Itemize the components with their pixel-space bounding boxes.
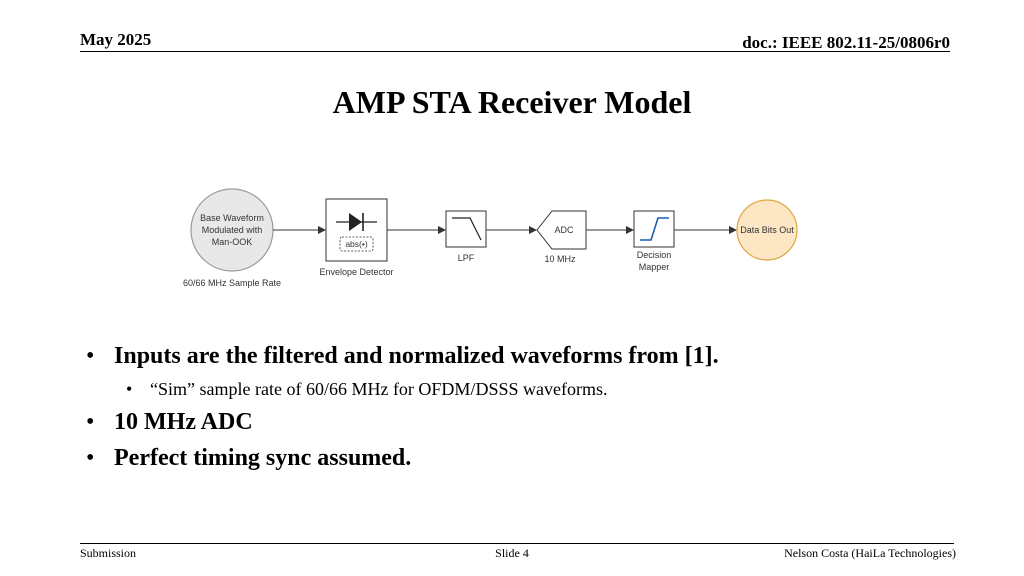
- bullet-adc: 10 MHz ADC: [84, 404, 719, 440]
- footer-slide-number: Slide 4: [495, 546, 529, 560]
- input-node-line-1: Base Waveform: [200, 213, 264, 223]
- envelope-detector-block: abs(•): [325, 198, 388, 262]
- input-node-line-3: Man-OOK: [212, 237, 253, 247]
- output-data-bits-node: Data Bits Out: [736, 199, 798, 261]
- input-node-line-2: Modulated with: [202, 225, 263, 235]
- abs-function-box: [339, 236, 374, 252]
- header-date: May 2025: [80, 30, 152, 49]
- sub-bullet-sim-rate: “Sim” sample rate of 60/66 MHz for OFDM/…: [84, 374, 719, 404]
- input-waveform-node: Base Waveform Modulated with Man-OOK: [190, 188, 274, 272]
- header-divider: [80, 51, 950, 52]
- adc-block: ADC: [536, 210, 587, 250]
- header-doc-id: doc.: IEEE 802.11-25/0806r0: [742, 33, 950, 52]
- abs-function-label: abs(•): [345, 239, 368, 249]
- adc-rate-label: 10 MHz: [544, 254, 576, 264]
- envelope-detector-label: Envelope Detector: [319, 267, 393, 277]
- adc-inner-label: ADC: [554, 225, 574, 235]
- bullet-list: Inputs are the filtered and normalized w…: [84, 338, 719, 476]
- footer-divider: [80, 543, 954, 544]
- footer-author: Nelson Costa (HaiLa Technologies): [784, 546, 956, 560]
- lowpass-response-icon: [452, 217, 482, 241]
- output-node-circle: [736, 199, 798, 261]
- output-node-label: Data Bits Out: [740, 225, 794, 235]
- decision-mapper-block: [633, 210, 675, 248]
- bullet-timing-sync: Perfect timing sync assumed.: [84, 440, 719, 476]
- footer-submission: Submission: [80, 546, 137, 560]
- diode-icon: [336, 213, 377, 231]
- decision-mapper-label-1: Decision: [637, 250, 672, 260]
- slide-title: AMP STA Receiver Model: [332, 84, 692, 120]
- decision-mapper-label-2: Mapper: [639, 262, 670, 272]
- step-function-icon: [640, 217, 669, 241]
- lpf-label: LPF: [458, 253, 475, 263]
- envelope-detector-box: [325, 198, 388, 262]
- input-sample-rate-caption: 60/66 MHz Sample Rate: [183, 278, 281, 288]
- lpf-box: [445, 210, 487, 248]
- lpf-block: [445, 210, 487, 248]
- bullet-inputs: Inputs are the filtered and normalized w…: [84, 338, 719, 374]
